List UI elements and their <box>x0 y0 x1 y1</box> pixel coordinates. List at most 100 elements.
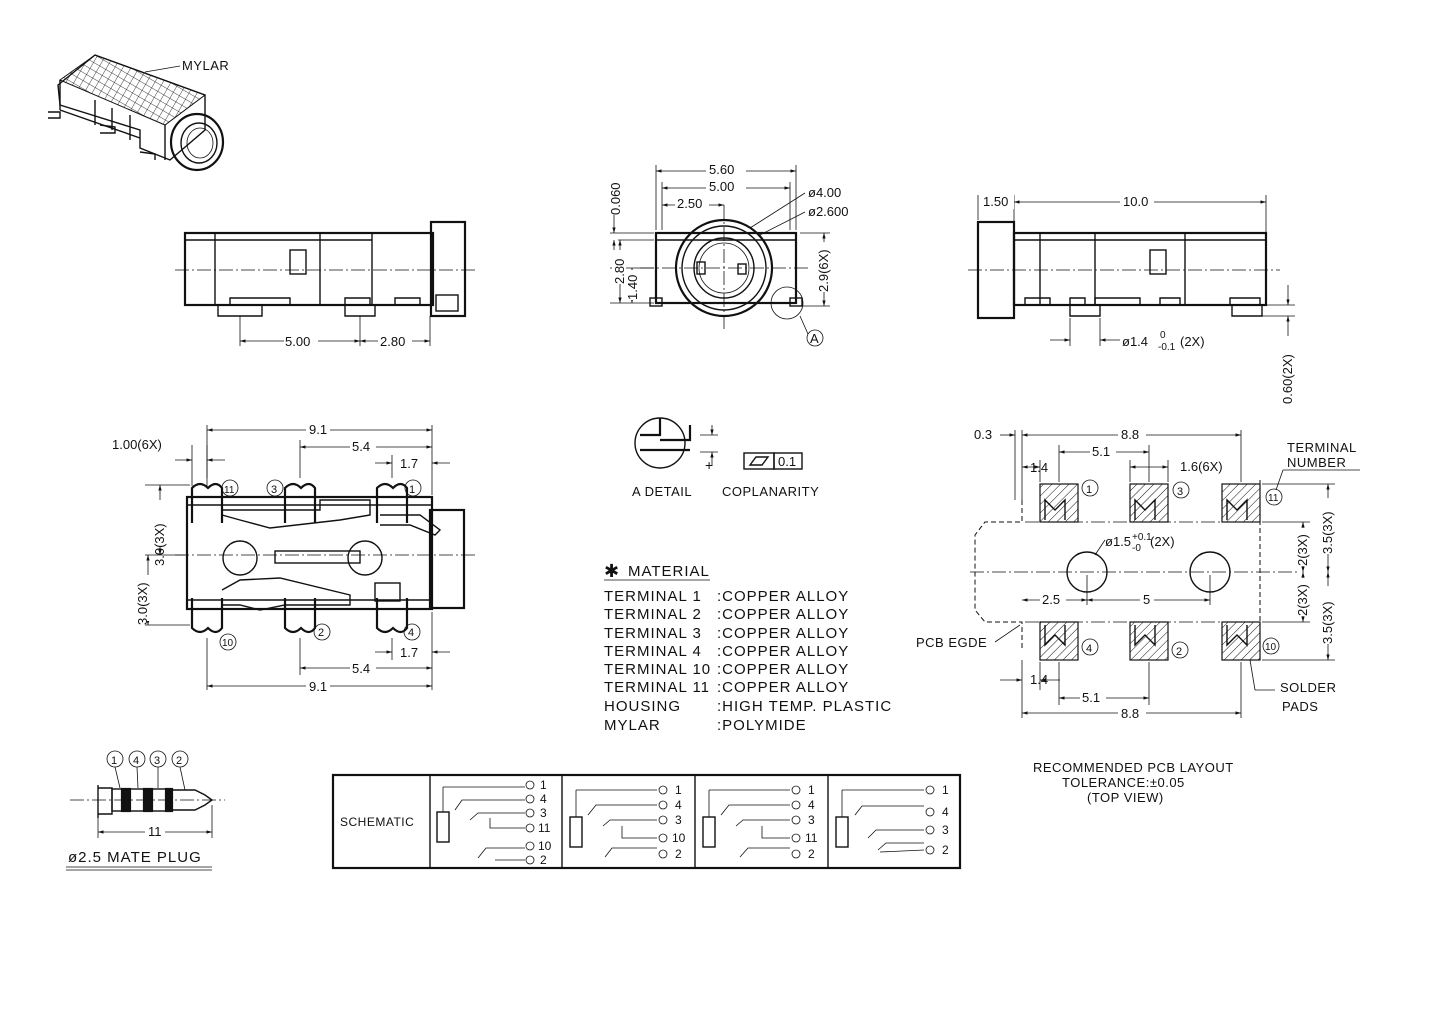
pcb-dim-8-8-bottom: 8.8 <box>1121 706 1139 721</box>
side-view-right: 10.0 1.50 ø1.4 0 -0.1 (2X) 0.60(2X) <box>968 193 1295 404</box>
top-view: 11 3 1 10 2 4 9.1 5.4 1.7 1.00(6X) <box>112 421 475 694</box>
material-star: ✱ <box>604 561 619 581</box>
pcb-edge-label: PCB EGDE <box>916 635 987 650</box>
sch2-pin-4: 4 <box>675 798 682 812</box>
pad-3: 3 <box>1177 486 1183 498</box>
dim-peg-tol-plus: 0 <box>1160 330 1166 341</box>
dim-10-0: 10.0 <box>1123 194 1148 209</box>
pcb-dim-8-8-top: 8.8 <box>1121 427 1139 442</box>
material-value-2: :COPPER ALLOY <box>717 625 849 642</box>
schematic-block-3: 1 4 3 11 2 <box>702 783 818 861</box>
detail-a-label: A DETAIL <box>632 484 692 499</box>
sch1-pin-4: 4 <box>540 792 547 806</box>
solder-label-2: PADS <box>1282 699 1318 714</box>
plug-dim-11: 11 <box>148 824 162 839</box>
material-part-5: TERMINAL 11 <box>604 679 710 696</box>
dim-0-060: 0.060 <box>608 182 623 215</box>
dim-3-0-upper: 3.0(3X) <box>152 523 167 566</box>
dim-1-40: 1.40 <box>625 275 640 300</box>
pcb-dim-hole-count: (2X) <box>1150 534 1175 549</box>
sch3-pin-2: 2 <box>808 847 815 861</box>
sch4-pin-2: 2 <box>942 843 949 857</box>
pad-4: 4 <box>1086 643 1092 655</box>
pcb-dim-hole: ø1.5 <box>1105 534 1131 549</box>
sch2-pin-3: 3 <box>675 813 682 827</box>
sch3-pin-11: 11 <box>805 831 818 845</box>
dim-1-7-bottom: 1.7 <box>400 645 418 660</box>
terminal-4-bottom: 4 <box>408 627 414 639</box>
material-part-1: TERMINAL 2 <box>604 606 702 623</box>
terminal-number-label-2: NUMBER <box>1287 455 1346 470</box>
mate-plug-title: ø2.5 MATE PLUG <box>68 849 202 866</box>
pcb-dim-5: 5 <box>1143 592 1150 607</box>
sch1-pin-10: 10 <box>538 839 552 853</box>
terminal-number-label-1: TERMINAL <box>1287 440 1357 455</box>
pad-10: 10 <box>1265 642 1277 653</box>
sch1-pin-2: 2 <box>540 853 547 867</box>
dim-peg-tol-minus: -0.1 <box>1158 342 1176 353</box>
pcb-dim-2-lower: 2(3X) <box>1295 584 1310 616</box>
material-value-4: :COPPER ALLOY <box>717 661 849 678</box>
material-part-4: TERMINAL 10 <box>604 661 711 678</box>
sch3-pin-3: 3 <box>808 813 815 827</box>
mate-plug: 1 4 3 2 11 ø2.5 MATE PLUG <box>66 750 225 871</box>
pcb-layout: 1 3 11 4 2 10 0.3 8.8 5.1 1.4 1.6(6X) TE… <box>916 426 1360 805</box>
sch4-pin-1: 1 <box>942 783 949 797</box>
dim-0-60-2x: 0.60(2X) <box>1280 354 1295 404</box>
pcb-dim-1-6-6x: 1.6(6X) <box>1180 459 1223 474</box>
pcb-caption-1: RECOMMENDED PCB LAYOUT <box>1033 760 1234 775</box>
dim-dia-4-00: ø4.00 <box>808 185 841 200</box>
dim-5-60: 5.60 <box>709 162 734 177</box>
pcb-dim-5-1-top: 5.1 <box>1092 444 1110 459</box>
coplanarity-value: 0.1 <box>778 454 796 469</box>
sch2-pin-2: 2 <box>675 847 682 861</box>
pcb-dim-2-upper: 2(3X) <box>1295 534 1310 566</box>
pcb-caption-3: (TOP VIEW) <box>1087 790 1164 805</box>
dim-9-1-top: 9.1 <box>309 422 327 437</box>
pcb-dim-3-5-lower: 3.5(3X) <box>1320 601 1335 644</box>
terminal-3-top: 3 <box>271 484 277 496</box>
dim-3-0-lower: 3.0(3X) <box>135 582 150 625</box>
terminal-2-bottom: 2 <box>318 627 324 639</box>
terminal-10-bottom: 10 <box>222 638 234 649</box>
terminal-callouts-top: 11 3 1 <box>221 479 422 497</box>
sch1-pin-3: 3 <box>540 806 547 820</box>
plug-callout-1: 1 <box>111 755 117 767</box>
isometric-view: MYLAR <box>48 54 229 172</box>
pcb-dim-hole-tol-minus: -0 <box>1132 543 1141 554</box>
sch4-pin-3: 3 <box>942 823 949 837</box>
pcb-dim-1-4-top: 1.4 <box>1030 460 1048 475</box>
dim-5-00-front: 5.00 <box>709 179 734 194</box>
sch1-pin-11: 11 <box>538 821 551 835</box>
pcb-caption-2: TOLERANCE:±0.05 <box>1062 775 1185 790</box>
pcb-dim-0-3: 0.3 <box>974 427 992 442</box>
terminal-11-top: 11 <box>224 485 235 496</box>
plug-callout-4: 4 <box>133 755 139 767</box>
material-part-0: TERMINAL 1 <box>604 588 702 605</box>
pcb-dim-5-1-bottom: 5.1 <box>1082 690 1100 705</box>
dim-5-4-top: 5.4 <box>352 439 370 454</box>
sch1-pin-1: 1 <box>540 778 547 792</box>
pcb-dim-1-4-bottom: 1.4 <box>1030 672 1048 687</box>
dim-5-4-bottom: 5.4 <box>352 661 370 676</box>
schematic-table: SCHEMATIC 1 4 3 11 10 2 <box>331 773 962 870</box>
pcb-dim-2-5: 2.5 <box>1042 592 1060 607</box>
schematic-block-4: 1 4 3 2 <box>835 783 949 857</box>
dim-5-00: 5.00 <box>285 334 310 349</box>
material-value-5: :COPPER ALLOY <box>717 679 849 696</box>
front-view: A 5.60 5.00 2.50 ø4.00 ø2.600 0.060 2.80… <box>608 161 848 347</box>
material-title: MATERIAL <box>628 563 710 580</box>
sch4-pin-4: 4 <box>942 805 949 819</box>
detail-a: + 0.1 A DETAIL COPLANARITY <box>632 417 819 499</box>
material-value-3: :COPPER ALLOY <box>717 643 849 660</box>
schematic-block-2: 1 4 3 10 2 <box>569 783 686 861</box>
pcb-dim-hole-tol-plus: +0.1 <box>1132 532 1152 543</box>
solder-label-1: SOLDER <box>1280 680 1336 695</box>
pad-1: 1 <box>1086 484 1092 496</box>
material-value-7: :POLYMIDE <box>717 717 807 734</box>
dim-1-00-6x: 1.00(6X) <box>112 437 162 452</box>
material-value-1: :COPPER ALLOY <box>717 606 849 623</box>
schematic-title: SCHEMATIC <box>340 815 414 829</box>
dim-2-50: 2.50 <box>677 196 702 211</box>
